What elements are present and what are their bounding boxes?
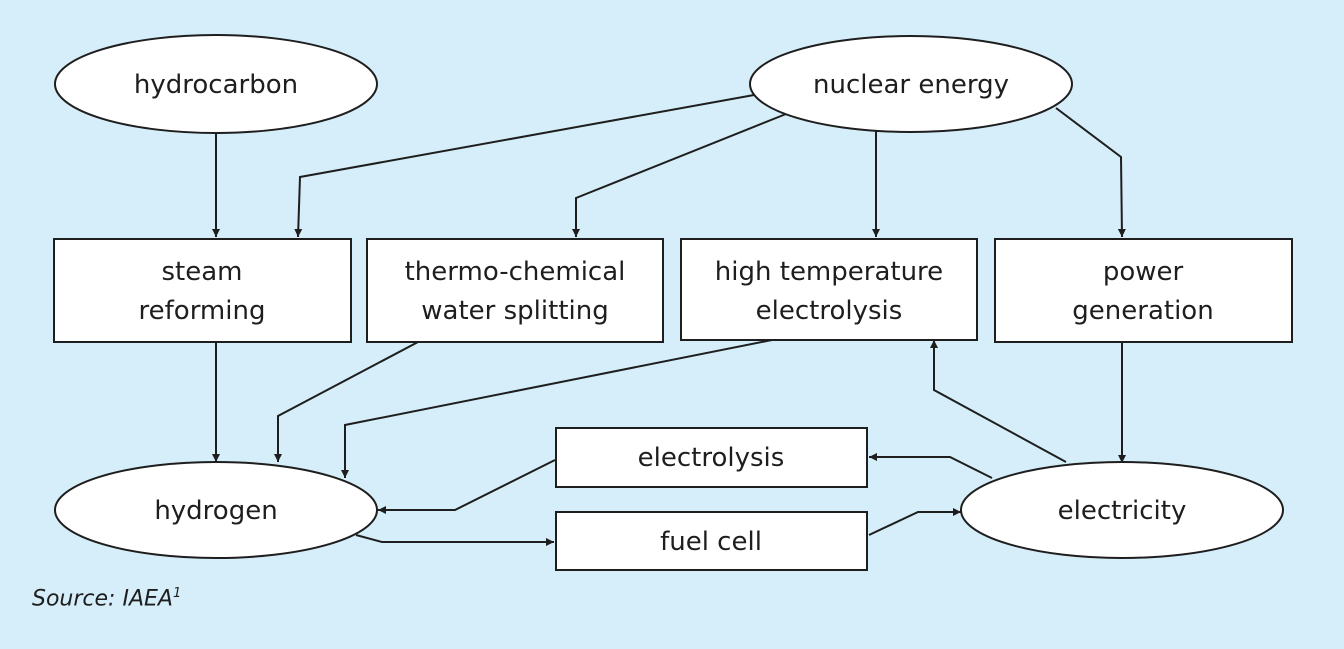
power-generation-label-line1: power <box>1103 257 1184 287</box>
fuel-cell-label: fuel cell <box>660 527 762 557</box>
fuel-cell-box <box>555 511 868 571</box>
electricity-label: electricity <box>1058 496 1187 526</box>
node-hydrocarbon: hydrocarbon <box>54 34 378 134</box>
node-electrolysis: electrolysis <box>555 427 868 488</box>
edge-nuclear-steam-reforming <box>294 94 755 238</box>
nuclear-energy-ellipse <box>749 35 1073 133</box>
edge-electrolysis-hydrogen <box>378 459 556 514</box>
edge-hydrogen-fuel-cell <box>355 534 554 546</box>
thermo-chemical-label-line1: thermo-chemical <box>405 257 626 287</box>
thermo-chemical-box <box>366 238 664 343</box>
hydrogen-ellipse <box>54 461 378 559</box>
hydrocarbon-label: hydrocarbon <box>134 70 298 100</box>
edge-electricity-electrolysis <box>869 453 993 479</box>
node-high-temperature-electrolysis: high temperature electrolysis <box>680 238 978 341</box>
steam-reforming-box <box>53 238 352 343</box>
nuclear-energy-label: nuclear energy <box>813 70 1009 100</box>
node-fuel-cell: fuel cell <box>555 511 868 571</box>
source-text: Source: IAEA <box>32 586 173 612</box>
node-thermo-chemical-water-splitting: thermo-chemical water splitting <box>366 238 664 343</box>
electrolysis-box <box>555 427 868 488</box>
steam-reforming-label-line1: steam <box>162 257 243 287</box>
node-hydrogen: hydrogen <box>54 461 378 559</box>
source-footnote-marker: 1 <box>172 586 182 601</box>
high-temp-electrolysis-label-line1: high temperature <box>715 257 943 287</box>
edge-thermo-chemical-hydrogen <box>274 341 419 462</box>
edge-electricity-high-temp-electrolysis <box>930 340 1067 463</box>
power-generation-label-line2: generation <box>1072 296 1213 326</box>
steam-reforming-label-line2: reforming <box>139 296 266 326</box>
node-electricity: electricity <box>960 461 1284 559</box>
hydrogen-label: hydrogen <box>154 496 277 526</box>
edge-high-temp-electrolysis-hydrogen <box>341 339 773 478</box>
high-temp-electrolysis-box <box>680 238 978 341</box>
hydrocarbon-ellipse <box>54 34 378 134</box>
node-power-generation: power generation <box>994 238 1293 343</box>
edges <box>212 94 1126 546</box>
thermo-chemical-label-line2: water splitting <box>421 296 608 326</box>
high-temp-electrolysis-label-line2: electrolysis <box>756 296 903 326</box>
edge-nuclear-power-generation <box>1055 107 1126 238</box>
electrolysis-label: electrolysis <box>638 443 785 473</box>
node-nuclear-energy: nuclear energy <box>749 35 1073 133</box>
edge-fuel-cell-electricity <box>868 508 961 536</box>
node-steam-reforming: steam reforming <box>53 238 352 343</box>
edge-nuclear-thermo-chemical <box>572 113 787 237</box>
source-caption: Source: IAEA1 <box>32 586 181 611</box>
electricity-ellipse <box>960 461 1284 559</box>
power-generation-box <box>994 238 1293 343</box>
